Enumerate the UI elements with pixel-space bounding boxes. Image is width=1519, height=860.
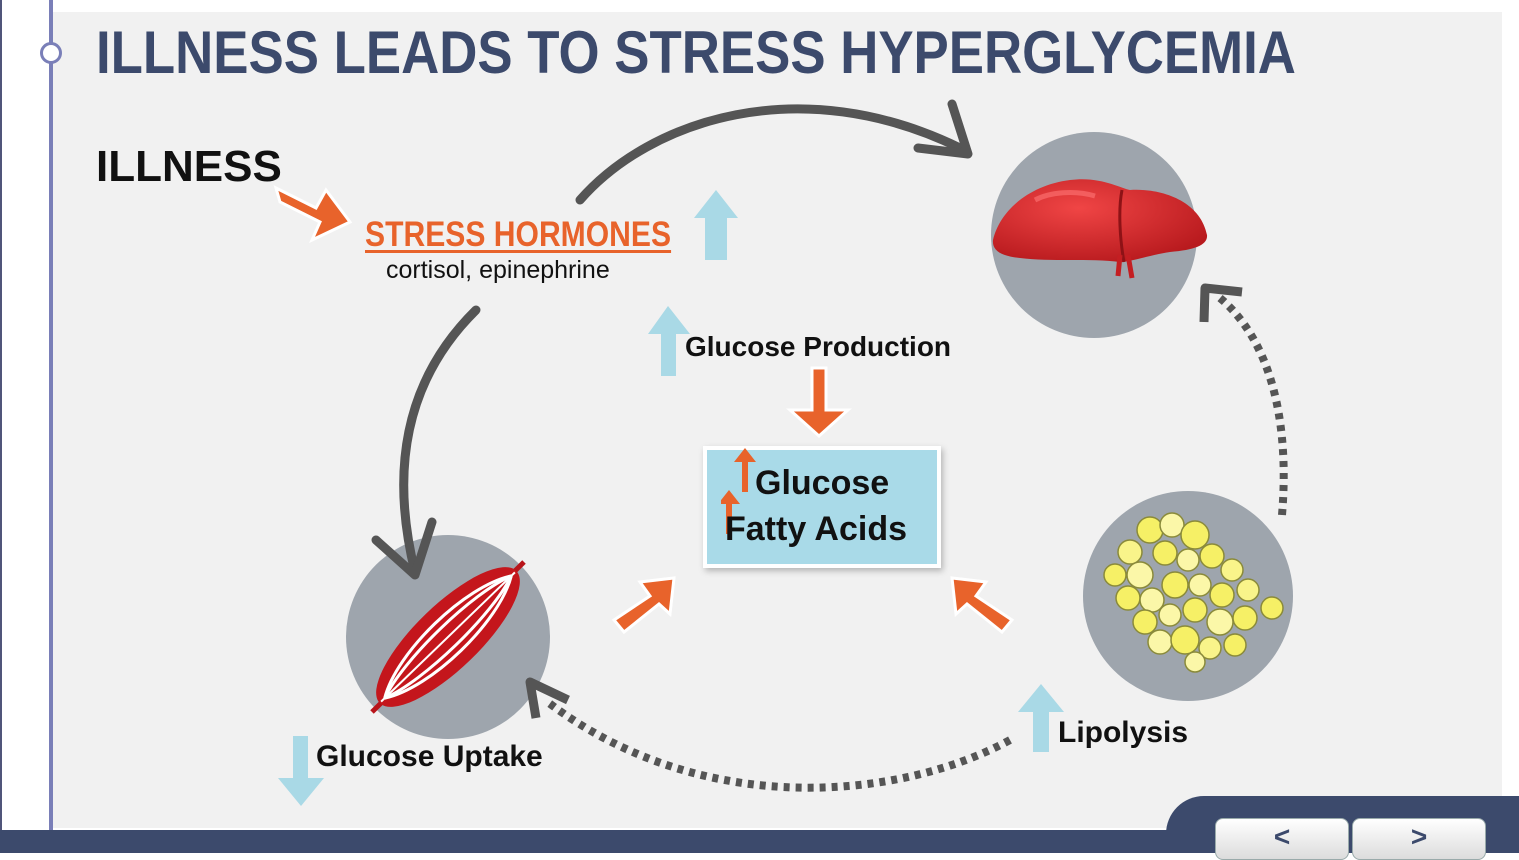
stress-hormones-label: STRESS HORMONES — [365, 215, 672, 254]
slide-canvas — [52, 12, 1502, 828]
lipolysis-label: Lipolysis — [1058, 716, 1189, 749]
increase-arrows — [721, 448, 756, 534]
arrow-fat-to-box — [950, 576, 1015, 635]
glucose-label: Glucose — [755, 464, 890, 502]
down-arrow-glucose-uptake — [278, 736, 324, 806]
up-arrow-lipolysis — [1018, 684, 1064, 752]
timeline-rail — [49, 0, 53, 830]
stress-hormones-examples: cortisol, epinephrine — [386, 256, 610, 284]
glucose-fatty-acids-box: Glucose Fatty Acids — [703, 446, 941, 568]
timeline-marker — [40, 42, 62, 64]
blue-arrows — [278, 190, 1064, 806]
prev-button[interactable]: < — [1215, 818, 1349, 860]
arrow-hormones-to-muscle — [399, 305, 481, 577]
fatty-acids-label: Fatty Acids — [725, 510, 908, 548]
up-arrow-hormones — [694, 190, 738, 260]
fat-cells-icon — [1103, 512, 1284, 673]
liver-icon — [992, 179, 1208, 279]
gray-arrows — [371, 99, 973, 580]
dotted-arrows — [542, 294, 1288, 792]
arrow-fat-to-liver — [1217, 294, 1288, 516]
muscle-icon — [370, 560, 526, 714]
glucose-production-label: Glucose Production — [685, 331, 952, 362]
slide-left-edge — [0, 0, 2, 853]
up-arrow-glucose-production — [648, 306, 690, 376]
arrow-fat-to-muscle — [542, 696, 1012, 792]
arrow-hormones-to-liver — [575, 104, 965, 205]
glucose-uptake-label: Glucose Uptake — [316, 740, 543, 773]
orange-arrows — [273, 185, 1015, 635]
bottom-bar — [0, 830, 1519, 853]
arrow-illness-to-hormones — [273, 185, 353, 244]
arrow-production-to-box — [786, 366, 852, 439]
next-button[interactable]: > — [1352, 818, 1486, 860]
illness-label: ILLNESS — [96, 142, 282, 191]
arrow-muscle-to-box — [611, 576, 676, 635]
slide-title: ILLNESS LEADS TO STRESS HYPERGLYCEMIA — [96, 19, 1296, 86]
